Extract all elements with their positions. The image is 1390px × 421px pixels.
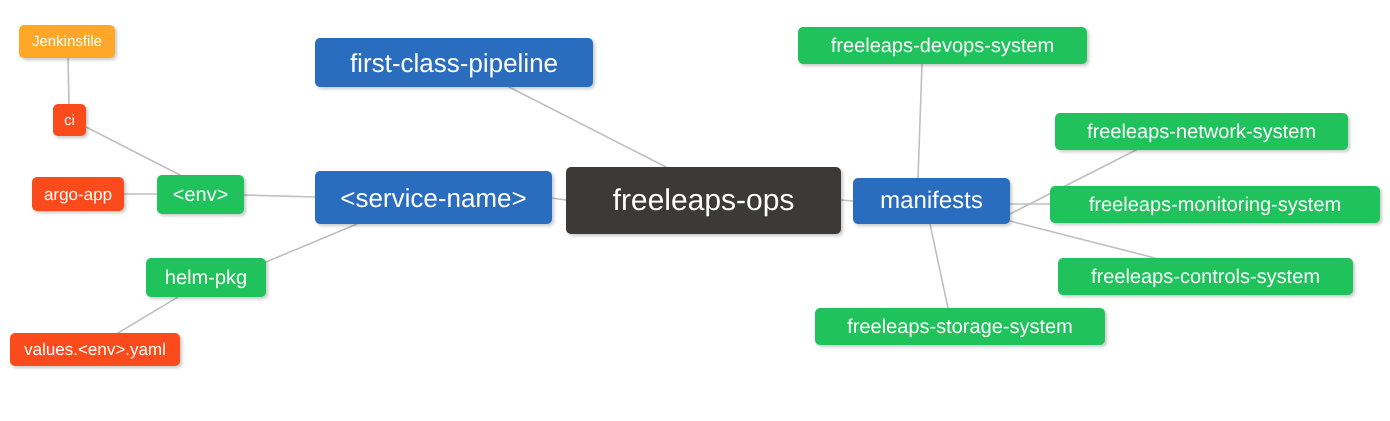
node-label-freeleaps-network-system: freeleaps-network-system — [1087, 120, 1316, 143]
node-label-manifests: manifests — [880, 187, 983, 214]
node-jenkinsfile[interactable]: Jenkinsfile — [19, 25, 115, 58]
edge-env-to-ci — [85, 126, 181, 176]
node-values-env-yaml[interactable]: values.<env>.yaml — [10, 333, 180, 366]
edge-freeleaps-ops-to-service-name — [551, 197, 567, 201]
node-freeleaps-devops-system[interactable]: freeleaps-devops-system — [798, 27, 1087, 64]
node-label-service-name: <service-name> — [340, 182, 527, 213]
edge-freeleaps-ops-to-manifests — [840, 199, 854, 202]
node-label-freeleaps-ops: freeleaps-ops — [612, 183, 795, 217]
node-label-first-class-pipeline: first-class-pipeline — [349, 47, 559, 78]
node-label-jenkinsfile: Jenkinsfile — [31, 33, 103, 50]
node-label-env: <env> — [172, 183, 229, 206]
node-label-freeleaps-storage-system: freeleaps-storage-system — [847, 315, 1073, 338]
node-label-freeleaps-controls-system: freeleaps-controls-system — [1091, 265, 1320, 288]
node-freeleaps-controls-system[interactable]: freeleaps-controls-system — [1058, 258, 1353, 295]
node-helm-pkg[interactable]: helm-pkg — [146, 258, 266, 297]
node-manifests[interactable]: manifests — [853, 178, 1010, 224]
node-label-freeleaps-devops-system: freeleaps-devops-system — [830, 34, 1055, 57]
node-label-ci: ci — [64, 111, 75, 129]
edge-freeleaps-ops-to-first-class-pipeline — [508, 86, 667, 168]
node-label-argo-app: argo-app — [43, 184, 113, 204]
node-label-freeleaps-monitoring-system: freeleaps-monitoring-system — [1088, 193, 1342, 216]
node-service-name[interactable]: <service-name> — [315, 171, 552, 224]
edge-helm-pkg-to-values-env-yaml — [117, 296, 179, 334]
node-label-helm-pkg: helm-pkg — [164, 266, 248, 289]
node-env[interactable]: <env> — [157, 175, 244, 214]
node-label-values-env-yaml: values.<env>.yaml — [24, 340, 166, 359]
edge-manifests-to-freeleaps-controls-system — [1009, 220, 1156, 259]
node-freeleaps-network-system[interactable]: freeleaps-network-system — [1055, 113, 1348, 150]
node-freeleaps-monitoring-system[interactable]: freeleaps-monitoring-system — [1050, 186, 1380, 223]
edge-service-name-to-helm-pkg — [265, 223, 358, 263]
node-freeleaps-ops[interactable]: freeleaps-ops — [566, 167, 841, 234]
edge-manifests-to-freeleaps-storage-system — [929, 223, 949, 309]
edge-ci-to-jenkinsfile — [67, 57, 70, 105]
node-argo-app[interactable]: argo-app — [32, 177, 124, 211]
edge-manifests-to-freeleaps-devops-system — [917, 63, 923, 179]
node-first-class-pipeline[interactable]: first-class-pipeline — [315, 38, 593, 87]
node-ci[interactable]: ci — [53, 104, 86, 136]
node-freeleaps-storage-system[interactable]: freeleaps-storage-system — [815, 308, 1105, 345]
edge-service-name-to-env — [243, 194, 316, 198]
